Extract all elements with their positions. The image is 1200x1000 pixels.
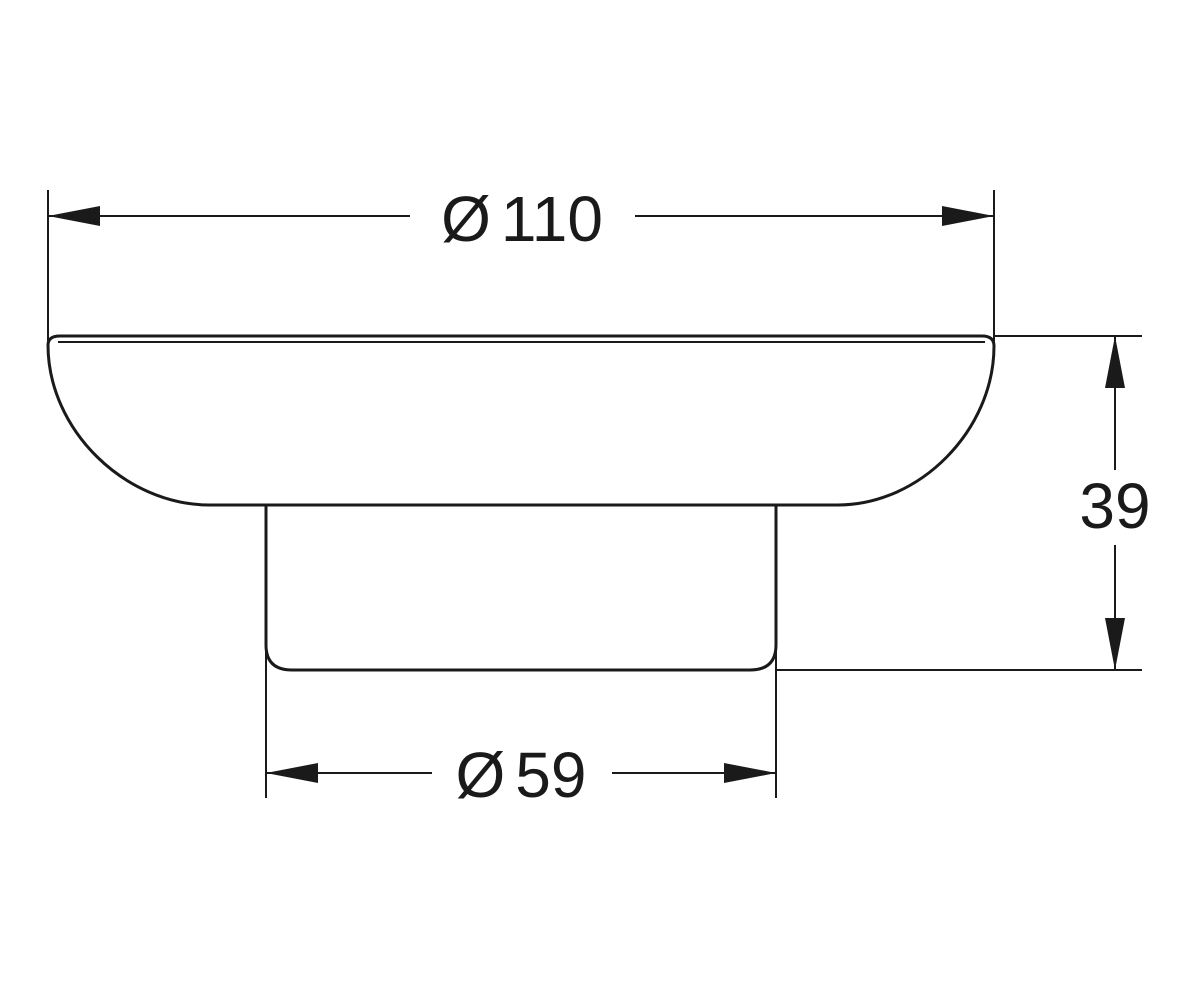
height-bottom-arrow [1105, 618, 1125, 670]
top-diameter-value: 110 [501, 183, 603, 255]
dish-bowl-outline [46, 334, 996, 507]
top-diameter-symbol: Ø [441, 183, 491, 255]
base-diameter-right-arrow [724, 763, 776, 783]
top-diameter-left-arrow [48, 206, 100, 226]
dish-base-outline [264, 503, 778, 672]
top-diameter-right-arrow [942, 206, 994, 226]
base-diameter-symbol: Ø [456, 739, 506, 811]
height-top-arrow [1105, 336, 1125, 388]
base-diameter-value: 59 [515, 739, 586, 811]
base-diameter-left-arrow [266, 763, 318, 783]
height-label: 39 [1079, 470, 1150, 542]
